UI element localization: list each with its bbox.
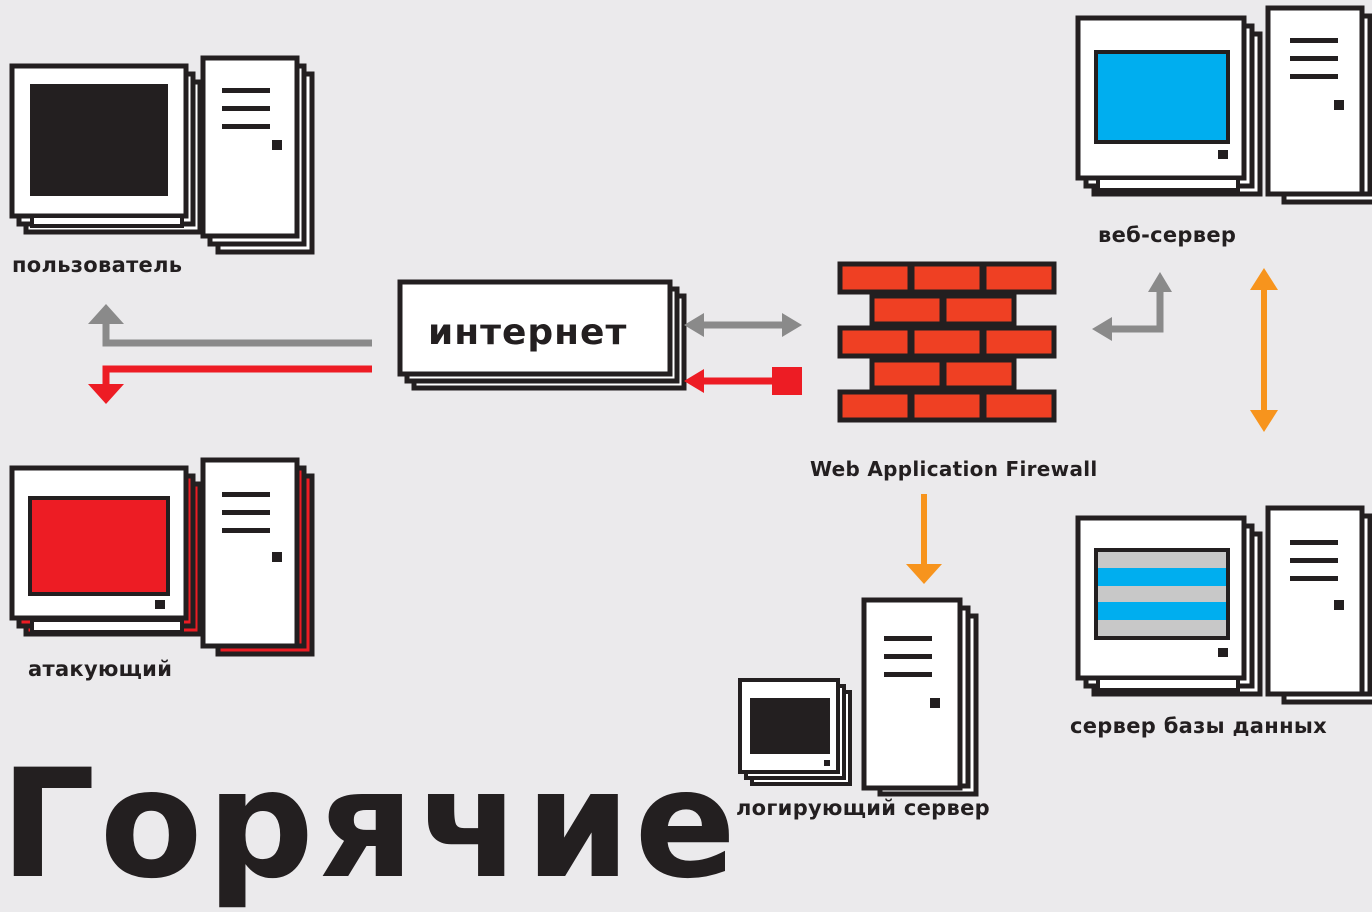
log-server-screen (750, 698, 830, 754)
arrow-internet-waf (684, 313, 802, 337)
web-server-computer (1075, 5, 1372, 205)
arrow-waf-block-to-internet (684, 367, 802, 395)
user-computer (9, 55, 315, 255)
log-server-computer (738, 597, 979, 797)
web-server-label: веб-сервер (1098, 223, 1237, 247)
attacker-computer (9, 457, 315, 657)
waf-label: Web Application Firewall (810, 457, 1098, 481)
user-screen (30, 84, 168, 196)
user-label: пользователь (12, 253, 183, 277)
db-server-computer (1075, 505, 1372, 705)
attacker-screen (28, 496, 170, 596)
attacker-label: атакующий (28, 657, 173, 681)
arrow-waf-to-log (906, 494, 942, 584)
internet-box (397, 279, 687, 391)
arrow-webserver-db (1250, 268, 1278, 432)
db-server-label: сервер базы данных (1070, 714, 1328, 738)
page-heading: Горячие (0, 738, 741, 912)
arrow-internet-to-user (88, 304, 372, 347)
db-server-screen (1094, 548, 1230, 640)
web-server-screen (1094, 50, 1230, 144)
arrow-internet-to-attacker (88, 365, 372, 404)
arrow-waf-webserver (1092, 272, 1172, 341)
internet-label: интернет (428, 312, 628, 353)
firewall-icon (837, 261, 1057, 423)
log-server-label: логирующий сервер (736, 796, 990, 820)
